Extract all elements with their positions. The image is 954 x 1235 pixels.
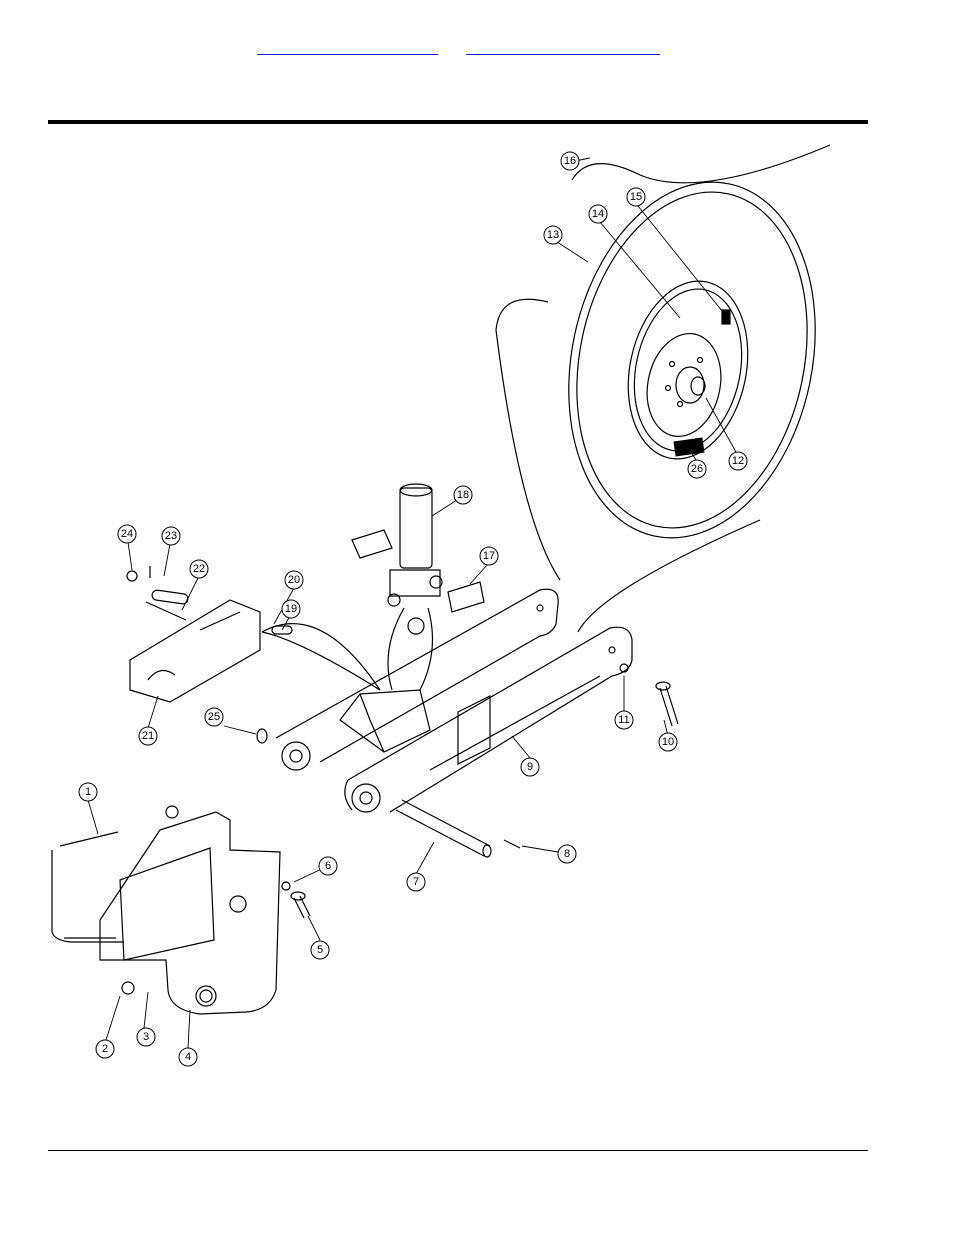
svg-text:12: 12 — [732, 455, 744, 467]
header-link-left[interactable] — [257, 38, 438, 55]
callout-26: 26 — [687, 459, 707, 479]
wheel-assembly — [495, 144, 831, 633]
callout-13: 13 — [543, 225, 563, 245]
top-rule — [48, 120, 868, 124]
callout-18: 18 — [453, 485, 473, 505]
svg-text:25: 25 — [208, 711, 220, 723]
bottom-rule — [48, 1150, 868, 1151]
svg-text:2: 2 — [102, 1043, 108, 1055]
svg-text:9: 9 — [527, 761, 533, 773]
svg-text:3: 3 — [143, 1031, 149, 1043]
clevis-block — [339, 689, 431, 753]
callout-19: 19 — [281, 599, 301, 619]
lock-bracket — [129, 589, 381, 703]
hitch-bracket — [51, 805, 281, 1015]
svg-text:15: 15 — [630, 191, 642, 203]
callout-15: 15 — [626, 187, 646, 207]
svg-text:18: 18 — [457, 489, 469, 501]
callout-12: 12 — [728, 451, 748, 471]
callout-22: 22 — [189, 559, 209, 579]
svg-text:21: 21 — [142, 730, 154, 742]
callout-2: 2 — [95, 1039, 115, 1059]
svg-text:19: 19 — [285, 603, 297, 615]
svg-text:26: 26 — [691, 463, 703, 475]
callout-7: 7 — [406, 872, 426, 892]
svg-text:7: 7 — [413, 876, 419, 888]
callout-20: 20 — [284, 570, 304, 590]
callout-16: 16 — [560, 151, 580, 171]
callout-8: 8 — [557, 844, 577, 864]
svg-text:23: 23 — [165, 530, 177, 542]
callout-4: 4 — [178, 1047, 198, 1067]
upper-arm — [275, 588, 559, 771]
callout-17: 17 — [479, 546, 499, 566]
diagram-area — [50, 140, 830, 1075]
svg-text:4: 4 — [185, 1051, 191, 1063]
main-arm — [344, 626, 633, 813]
svg-text:13: 13 — [547, 229, 559, 241]
svg-text:5: 5 — [317, 944, 323, 956]
callout-10: 10 — [658, 732, 678, 752]
callout-6: 6 — [318, 856, 338, 876]
cylinder — [351, 483, 485, 691]
callout-9: 9 — [520, 757, 540, 777]
svg-text:10: 10 — [662, 736, 674, 748]
svg-text:8: 8 — [564, 848, 570, 860]
svg-text:14: 14 — [592, 208, 604, 220]
leader-lines — [87, 157, 737, 1049]
callout-3: 3 — [136, 1027, 156, 1047]
svg-text:6: 6 — [325, 860, 331, 872]
callout-21: 21 — [138, 726, 158, 746]
callouts: 1 2 3 4 5 6 7 8 9 10 11 12 13 14 15 16 1… — [78, 151, 748, 1067]
svg-text:16: 16 — [564, 155, 576, 167]
callout-5: 5 — [310, 940, 330, 960]
callout-23: 23 — [161, 526, 181, 546]
svg-text:20: 20 — [288, 574, 300, 586]
svg-text:11: 11 — [618, 714, 629, 726]
callout-1: 1 — [78, 782, 98, 802]
svg-text:22: 22 — [193, 563, 205, 575]
callout-14: 14 — [588, 204, 608, 224]
svg-text:24: 24 — [121, 528, 133, 540]
header-link-right[interactable] — [466, 38, 660, 55]
svg-text:17: 17 — [483, 550, 495, 562]
callout-24: 24 — [117, 524, 137, 544]
callout-11: 11 — [614, 710, 634, 730]
callout-25: 25 — [204, 707, 224, 727]
svg-text:1: 1 — [85, 786, 91, 798]
pins-and-hardware — [126, 566, 679, 919]
